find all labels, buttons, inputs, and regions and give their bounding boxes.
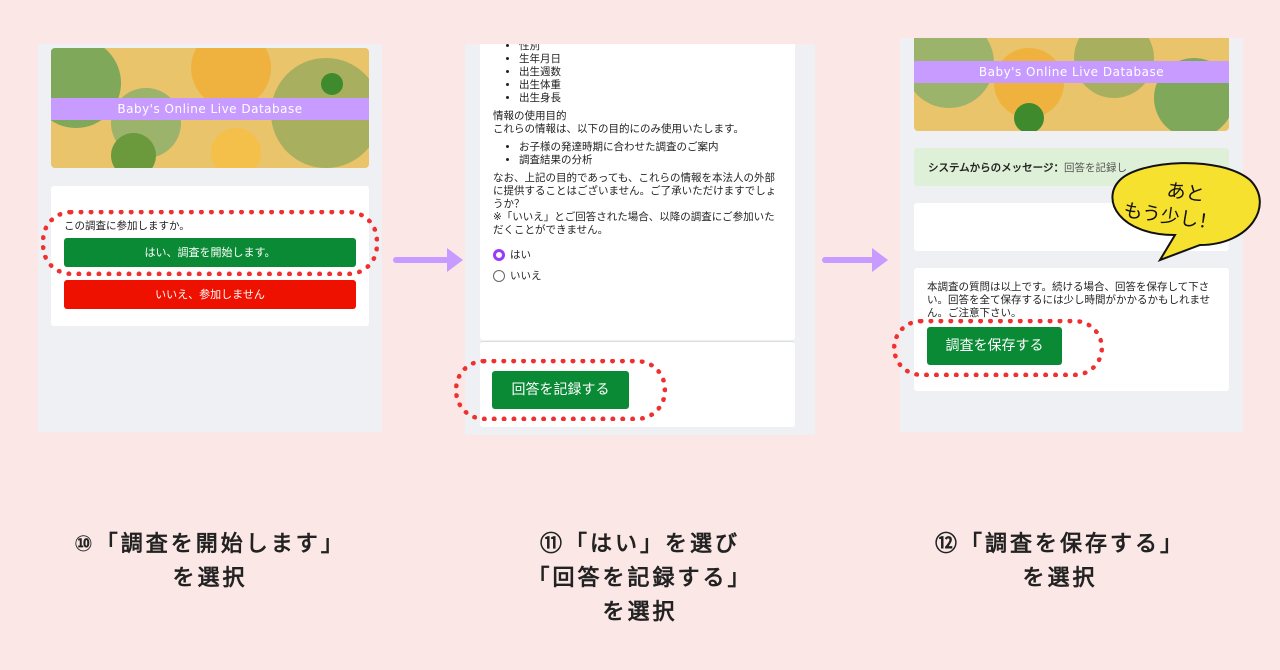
caption-line: を選択: [172, 566, 248, 591]
save-survey-button[interactable]: 調査を保存する: [927, 327, 1062, 365]
notice-text: なお、上記の目的であっても、これらの情報を本法人の外部に提供することはございませ…: [493, 172, 777, 210]
list-item: お子様の発達時期に合わせた調査のご案内: [519, 141, 782, 154]
radio-label: はい: [510, 249, 531, 261]
caption-line: を選択: [1022, 566, 1098, 591]
save-info: 本調査の質問は以上です。続ける場合、回答を保存して下さい。回答を全て保存するには…: [927, 281, 1211, 319]
caption-line: ⑫「調査を保存する」: [934, 532, 1185, 557]
banner-image: Baby's Online Live Database: [51, 48, 369, 168]
list-item: 出生体重: [519, 79, 782, 92]
step10-screenshot: Baby's Online Live Database この調査に参加しますか。…: [38, 44, 382, 432]
start-survey-button[interactable]: はい、調査を開始します。: [64, 238, 356, 267]
message-text: 回答を記録し: [1063, 162, 1127, 174]
decline-button[interactable]: いいえ、参加しません: [64, 280, 356, 309]
list-item: 出生週数: [519, 66, 782, 79]
arrow-right-icon: [393, 248, 463, 272]
highlight-save-button: [892, 319, 1104, 377]
consent-card: 性別 生年月日 出生週数 出生体重 出生身長 情報の使用目的 これらの情報は、以…: [480, 44, 795, 340]
step10-caption: ⑩「調査を開始します」 を選択: [30, 528, 390, 596]
banner-title: Baby's Online Live Database: [914, 61, 1229, 83]
list-item: 性別: [519, 44, 782, 53]
radio-empty-icon[interactable]: [493, 270, 505, 282]
banner-image: Baby's Online Live Database: [914, 38, 1229, 131]
caption-line: 「回答を記録する」: [527, 566, 753, 591]
question-card: この調査に参加しますか。 はい、調査を開始します。 いいえ、参加しません: [51, 186, 369, 326]
highlight-start-button: [41, 210, 379, 276]
banner-title: Baby's Online Live Database: [51, 98, 369, 120]
step11-caption: ⑪「はい」を選び 「回答を記録する」 を選択: [460, 528, 820, 630]
radio-selected-icon[interactable]: [493, 249, 505, 261]
purpose-title: 情報の使用目的: [493, 110, 567, 122]
list-item: 出生身長: [519, 92, 782, 105]
info-list: 性別 生年月日 出生週数 出生体重 出生身長: [493, 44, 782, 105]
list-item: 調査結果の分析: [519, 154, 782, 167]
speech-bubble-icon: [1111, 162, 1261, 262]
message-label: システムからのメッセージ：: [928, 162, 1064, 174]
radio-label: いいえ: [510, 270, 542, 282]
save-card: 本調査の質問は以上です。続ける場合、回答を保存して下さい。回答を全て保存するには…: [914, 268, 1229, 391]
highlight-record-button: [454, 359, 667, 421]
arrow-right-icon: [822, 248, 888, 272]
caption-line: ⑩「調査を開始します」: [74, 532, 346, 557]
radio-yes[interactable]: はい: [493, 249, 782, 262]
caption-line: を選択: [602, 600, 678, 625]
purpose-list: お子様の発達時期に合わせた調査のご案内 調査結果の分析: [493, 141, 782, 167]
record-answer-button[interactable]: 回答を記録する: [492, 371, 629, 409]
caption-line: ⑪「はい」を選び: [539, 532, 740, 557]
radio-no[interactable]: いいえ: [493, 270, 782, 283]
step12-caption: ⑫「調査を保存する」 を選択: [875, 528, 1245, 596]
question-text: この調査に参加しますか。: [64, 220, 190, 232]
warning-text: ※「いいえ」とご回答された場合、以降の調査にご参加いただくことができません。: [493, 211, 775, 236]
list-item: 生年月日: [519, 53, 782, 66]
purpose-text: これらの情報は、以下の目的にのみ使用いたします。: [493, 123, 744, 135]
